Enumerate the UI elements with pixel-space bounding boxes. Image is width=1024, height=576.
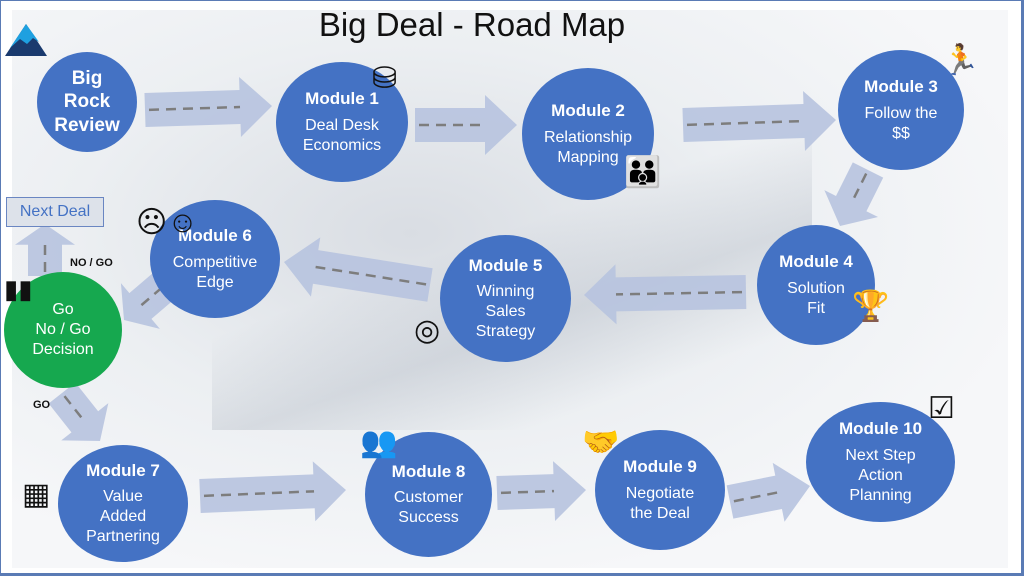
module-9-node[interactable]: Module 9 Negotiate the Deal (595, 430, 725, 550)
node-text: Review (54, 114, 120, 136)
checklist-icon: ☑ (928, 392, 955, 425)
module-heading: Module 9 (623, 457, 697, 477)
module-heading: Module 2 (551, 101, 625, 121)
page-title: Big Deal - Road Map (318, 6, 626, 43)
module-text: Customer (393, 489, 464, 507)
no-go-label: NO / GO (70, 257, 113, 269)
module-text: Deal Desk (305, 116, 379, 134)
module-heading: Module 8 (391, 461, 466, 481)
module-heading: Module 5 (468, 255, 543, 275)
handshake-icon: 🤝 (582, 426, 620, 459)
people-group-icon: 👪 (624, 156, 662, 189)
go-label: GO (33, 399, 51, 411)
theater-masks-icon: ☹☺ (136, 206, 198, 239)
module-text: Sales (485, 303, 526, 321)
module-text: $$ (892, 124, 910, 142)
team-icon: 👥 (360, 426, 398, 459)
arrow-1 (144, 77, 272, 137)
podium-icon: 🏆 (852, 290, 890, 323)
module-3-node[interactable]: Module 3 Follow the $$ (838, 50, 964, 170)
arrow-3 (682, 91, 836, 152)
arrow-6 (284, 237, 433, 302)
arrow-5 (584, 264, 747, 325)
node-text: Big (71, 68, 103, 90)
coins-icon: ⛁ (372, 62, 398, 95)
module-text: Competitive (172, 253, 258, 271)
node-text: Go (52, 301, 74, 318)
module-heading: Module 10 (838, 419, 923, 439)
arrow-10 (199, 461, 346, 522)
module-text: Relationship (543, 128, 633, 146)
arrow-12 (726, 462, 810, 522)
node-text: No / Go (35, 321, 91, 338)
module-text: Winning (476, 283, 535, 301)
module-text: Follow the (864, 104, 938, 122)
footprints-icon: ▮▮ (4, 274, 33, 304)
arrow-11 (496, 461, 586, 522)
module-heading: Module 3 (864, 77, 938, 97)
big-rock-review-node[interactable]: Big Rock Review (37, 52, 137, 152)
module-text: Value (103, 488, 143, 506)
module-text: Action (858, 466, 903, 484)
arrow-2 (415, 95, 517, 155)
module-text: Edge (196, 273, 234, 291)
module-text: the Deal (630, 504, 690, 522)
module-text: Negotiate (625, 484, 695, 502)
module-heading: Module 7 (86, 460, 160, 480)
module-heading: Module 4 (779, 252, 853, 272)
strategy-board-icon: ▦ (22, 478, 51, 511)
mountain-logo-icon (5, 24, 47, 56)
module-text: Planning (849, 486, 912, 504)
next-deal-button[interactable]: Next Deal (6, 197, 104, 227)
module-text: Fit (807, 299, 825, 317)
module-text: Solution (787, 279, 845, 297)
arrow-4 (824, 162, 884, 226)
module-text: Mapping (557, 148, 619, 166)
node-text: Decision (32, 341, 94, 358)
node-text: Rock (63, 91, 111, 113)
module-heading: Module 1 (305, 89, 379, 109)
go-no-go-decision-node[interactable]: Go No / Go Decision (4, 272, 122, 388)
module-text: Success (398, 509, 459, 527)
module-text: Strategy (475, 323, 536, 341)
module-text: Next Step (845, 446, 916, 464)
module-text: Economics (302, 136, 382, 154)
target-icon: ◎ (414, 314, 441, 347)
arrow-9 (48, 382, 109, 441)
module-text: Partnering (86, 528, 160, 546)
module-text: Added (99, 508, 147, 526)
arrow-8 (15, 224, 75, 276)
sprinter-icon: 🏃 (942, 44, 980, 77)
module-heading: Module 6 (178, 226, 252, 246)
